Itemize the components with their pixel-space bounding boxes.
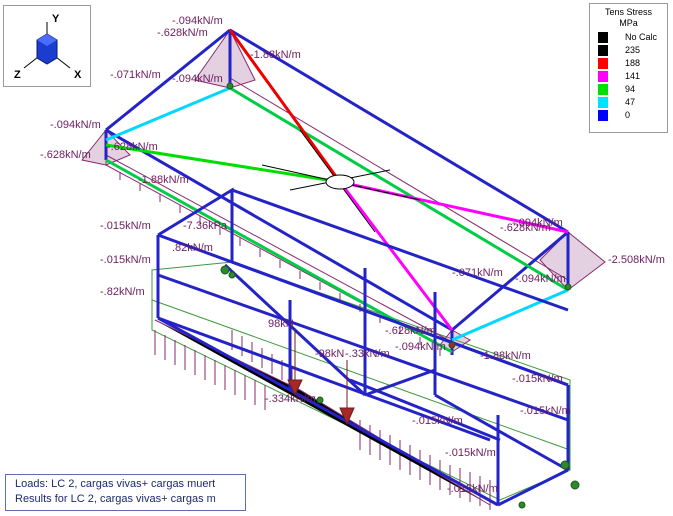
load-label: -.094kN/m — [515, 273, 566, 285]
upper-load-diagram — [81, 28, 606, 353]
load-label: -.628kN/m — [40, 149, 91, 161]
load-label: -.015kN/m — [447, 483, 498, 495]
load-label: -1.88kN/m — [480, 350, 531, 362]
point-loads — [287, 330, 355, 426]
load-label: -7.36kPa — [183, 220, 228, 232]
legend-row: 235 — [598, 45, 664, 57]
legend-title: Tens Stress — [604, 7, 653, 17]
load-label: -.094kN/m — [172, 15, 223, 27]
load-label: -.628kN/m — [157, 27, 208, 39]
load-label: -1.88kN/m — [138, 174, 189, 186]
load-label: -.094kN/m — [395, 341, 446, 353]
load-label: -.33kN/m — [345, 348, 390, 360]
load-label: -.015kN/m — [100, 220, 151, 232]
load-label: -.015kN/m — [100, 254, 151, 266]
load-label: -.094kN/m — [50, 119, 101, 131]
stress-legend: Tens Stress MPa No Calc 235 188 141 94 4… — [589, 3, 668, 133]
axis-cube-icon: Y Z X — [14, 13, 82, 81]
load-label: -.628kN/m — [385, 325, 436, 337]
load-case-status: Loads: LC 2, cargas vivas+ cargas muert … — [5, 474, 246, 511]
load-label: -.628kN/m — [500, 222, 551, 234]
legend-row: 141 — [598, 71, 664, 83]
load-label: -.628kN/m — [107, 141, 158, 153]
legend-row: 94 — [598, 84, 664, 96]
load-label: 98kN — [268, 318, 294, 330]
upper-load-hatch — [105, 77, 569, 356]
loads-text: Loads: LC 2, cargas vivas+ cargas muert — [15, 478, 216, 490]
legend-row: 47 — [598, 97, 664, 109]
load-label: -.015kN/m — [445, 447, 496, 459]
legend-unit: MPa — [619, 18, 638, 28]
load-label: -.094kN/m — [512, 217, 563, 229]
axis-z-label: Z — [14, 69, 21, 81]
load-label: -2.508kN/m — [608, 254, 665, 266]
lower-frame — [156, 187, 570, 507]
legend-row: 188 — [598, 58, 664, 70]
axis-orientation-widget[interactable]: Y Z X — [3, 5, 91, 87]
load-label: .82kN/m — [172, 242, 213, 254]
upper-frame — [104, 28, 570, 355]
load-label: -98kN — [315, 348, 344, 360]
load-label: -.071kN/m — [452, 267, 503, 279]
load-label: -.015kN/m — [512, 373, 563, 385]
legend-row: 0 — [598, 110, 664, 122]
load-label: -.015kN/m — [520, 405, 571, 417]
axis-y-label: Y — [52, 13, 60, 25]
bracing-ties — [261, 129, 421, 233]
load-label: -1.88kN/m — [250, 49, 301, 61]
load-label: -.071kN/m — [110, 69, 161, 81]
load-label: -.094kN/m — [172, 73, 223, 85]
load-label: -.015kN/m — [412, 415, 463, 427]
results-text: Results for LC 2, cargas vivas+ cargas m — [15, 493, 216, 505]
axis-x-label: X — [74, 69, 82, 81]
load-label: -.334kN/m — [265, 393, 316, 405]
bracing-members — [105, 29, 569, 354]
load-labels: -.094kN/m -.628kN/m -1.88kN/m -.071kN/m … — [40, 15, 665, 495]
load-label: -.82kN/m — [100, 286, 145, 298]
legend-row: No Calc — [598, 32, 664, 44]
supports — [220, 82, 580, 509]
